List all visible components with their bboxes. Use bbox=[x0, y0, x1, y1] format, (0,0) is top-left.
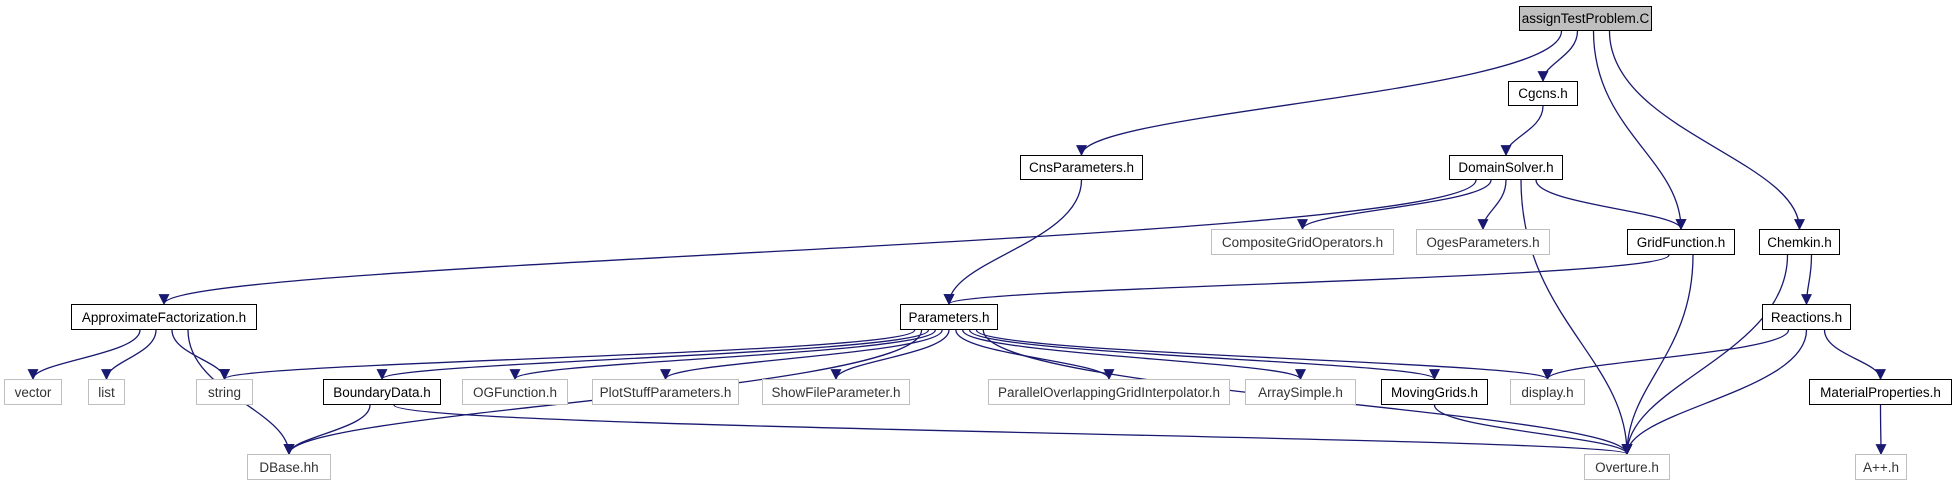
edge-assigntestproblem-to-gridfunction bbox=[1592, 30, 1687, 231]
edge-movinggrids-to-overture bbox=[1433, 404, 1633, 456]
edge-domainsolver-to-approximatefactorization bbox=[158, 179, 1477, 306]
node-materialproperties-h[interactable]: MaterialProperties.h bbox=[1809, 379, 1952, 405]
edge-parameters-to-movinggrids bbox=[968, 329, 1440, 381]
edge-parameters-to-ogfunction bbox=[509, 329, 936, 381]
edge-assigntestproblem-to-chemkin bbox=[1608, 30, 1805, 231]
edge-reactions-to-materialproperties bbox=[1823, 329, 1886, 381]
edge-domainsolver-to-overture bbox=[1520, 179, 1633, 456]
edge-boundarydata-to-dbase bbox=[283, 404, 371, 456]
node-approximatefactorization-h[interactable]: ApproximateFactorization.h bbox=[71, 304, 257, 330]
edge-parameters-to-plotstuffparameters bbox=[660, 329, 943, 381]
node-assigntestproblem-c: assignTestProblem.C bbox=[1519, 6, 1652, 31]
edge-cnsparameters-to-parameters bbox=[943, 179, 1083, 306]
edge-gridfunction-to-overture bbox=[1621, 254, 1694, 456]
edge-assigntestproblem-to-cnsparameters bbox=[1076, 30, 1563, 157]
node-ogfunction-h: OGFunction.h bbox=[462, 379, 568, 405]
node-vector: vector bbox=[4, 379, 62, 405]
edge-chemkin-to-overture bbox=[1621, 254, 1789, 456]
edge-parameters-to-paralleloverlappinggridinterpolator bbox=[955, 329, 1115, 381]
edge-parameters-to-display bbox=[975, 329, 1553, 381]
edge-domainsolver-to-compositegridoperators bbox=[1297, 179, 1492, 231]
edge-boundarydata-to-overture bbox=[393, 404, 1632, 456]
node-plotstuffparameters-h: PlotStuffParameters.h bbox=[592, 379, 739, 405]
node-showfileparameter-h: ShowFileParameter.h bbox=[762, 379, 910, 405]
node-list: list bbox=[88, 379, 125, 405]
node-display-h: display.h bbox=[1510, 379, 1585, 405]
node-domainsolver-h[interactable]: DomainSolver.h bbox=[1449, 155, 1563, 180]
edge-reactions-to-display bbox=[1542, 329, 1790, 381]
edge-reactions-to-overture bbox=[1621, 329, 1808, 456]
edge-approximatefactorization-to-list bbox=[101, 329, 157, 381]
node-gridfunction-h[interactable]: GridFunction.h bbox=[1627, 229, 1735, 255]
edge-parameters-to-boundarydata bbox=[376, 329, 930, 381]
edge-parameters-to-arraysimple bbox=[962, 329, 1306, 381]
node-boundarydata-h[interactable]: BoundaryData.h bbox=[323, 379, 441, 405]
node-compositegridoperators-h: CompositeGridOperators.h bbox=[1211, 229, 1394, 255]
edge-gridfunction-to-parameters bbox=[943, 254, 1670, 306]
node-movinggrids-h[interactable]: MovingGrids.h bbox=[1381, 379, 1488, 405]
edge-parameters-to-string bbox=[219, 329, 916, 381]
node-cnsparameters-h[interactable]: CnsParameters.h bbox=[1020, 155, 1143, 180]
node-app-h: A++.h bbox=[1855, 454, 1907, 480]
node-chemkin-h[interactable]: Chemkin.h bbox=[1759, 229, 1840, 255]
edge-domainsolver-to-gridfunction bbox=[1535, 179, 1687, 231]
edge-approximatefactorization-to-vector bbox=[27, 329, 141, 381]
edge-materialproperties-to-app bbox=[1875, 404, 1887, 456]
edge-cgcns-to-domainsolver bbox=[1500, 105, 1544, 157]
edge-chemkin-to-reactions bbox=[1801, 254, 1813, 306]
edge-approximatefactorization-to-string bbox=[171, 329, 230, 381]
edge-domainsolver-to-ogesparameters bbox=[1477, 179, 1507, 231]
node-overture-h: Overture.h bbox=[1584, 454, 1670, 480]
node-dbase-hh: DBase.hh bbox=[247, 454, 331, 480]
node-arraysimple-h: ArraySimple.h bbox=[1245, 379, 1356, 405]
node-string: string bbox=[196, 379, 253, 405]
node-ogesparameters-h: OgesParameters.h bbox=[1416, 229, 1550, 255]
node-paralleloverlappinggridinterpolator-h: ParallelOverlappingGridInterpolator.h bbox=[988, 379, 1230, 405]
node-parameters-h[interactable]: Parameters.h bbox=[900, 304, 998, 330]
node-cgcns-h[interactable]: Cgcns.h bbox=[1508, 81, 1578, 106]
edge-parameters-to-showfileparameter bbox=[830, 329, 950, 381]
edge-assigntestproblem-to-cgcns bbox=[1537, 30, 1579, 83]
node-reactions-h[interactable]: Reactions.h bbox=[1762, 304, 1851, 330]
